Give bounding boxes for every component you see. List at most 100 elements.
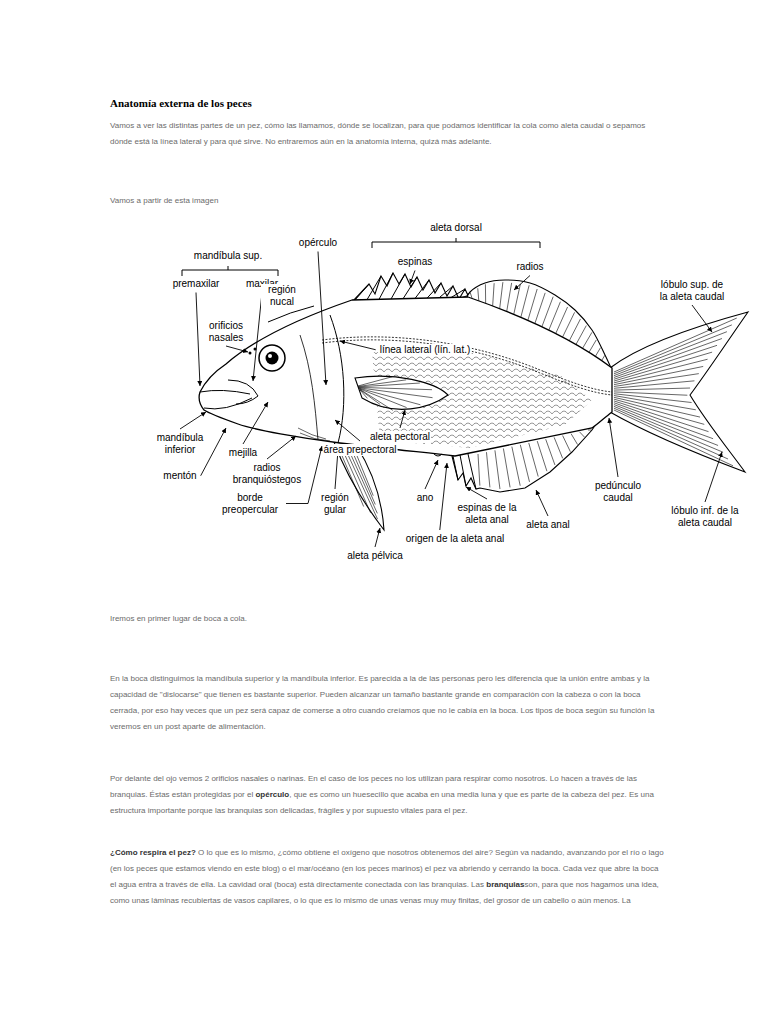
fin-ray	[554, 437, 563, 458]
leader-line	[536, 490, 548, 516]
body-paragraph: Por delante del ojo vemos 2 orificios na…	[110, 771, 666, 819]
fin-spine	[468, 454, 476, 489]
preopercle-edge	[300, 335, 318, 440]
page-title: Anatomía externa de los peces	[110, 97, 252, 109]
part-label: región gular	[316, 492, 354, 515]
paragraph-text: ¿Cómo respira el pez?	[110, 848, 196, 857]
fin-ray	[588, 430, 592, 431]
pectoral-fin	[355, 376, 448, 410]
caudal-fin	[610, 312, 748, 472]
leader-line	[425, 460, 438, 489]
fin-spine	[451, 289, 465, 298]
leader-line	[692, 305, 712, 332]
fin-spine	[355, 284, 369, 300]
bracket	[372, 238, 540, 248]
part-label: orificios nasales	[202, 320, 250, 343]
leader-line	[705, 452, 722, 502]
fin-ray	[580, 432, 585, 437]
fin-ray	[595, 348, 600, 357]
fin-ray	[547, 302, 560, 334]
leader-line	[466, 487, 487, 499]
leader-line	[514, 276, 530, 291]
leader-line	[226, 346, 248, 352]
part-label: ano	[416, 492, 435, 504]
leader-line	[410, 271, 415, 285]
fin-ray	[614, 410, 733, 466]
bracket	[182, 266, 278, 276]
fin-ray	[360, 390, 367, 398]
leader-line	[267, 436, 296, 459]
part-label: premaxilar	[172, 278, 221, 290]
fins-front	[355, 376, 448, 410]
leader-line	[318, 252, 326, 386]
part-label: mentón	[162, 470, 197, 482]
fin-ray	[499, 282, 503, 311]
part-label: pedúnculo caudal	[591, 480, 645, 503]
fin-ray	[614, 401, 709, 432]
mouth	[200, 380, 258, 409]
body-paragraph: Iremos en primer lugar de boca a cola.	[110, 611, 666, 627]
nostril	[249, 352, 252, 355]
fin-ray	[478, 454, 480, 486]
part-label: origen de la aleta anal	[405, 533, 505, 545]
fish-body	[199, 297, 612, 456]
leader-line	[400, 410, 405, 428]
fin-ray	[478, 288, 479, 301]
leader-line	[243, 402, 268, 444]
fin-ray	[614, 388, 690, 390]
fin-outline	[355, 376, 448, 409]
fin-ray	[563, 436, 571, 452]
fin-spine	[415, 280, 429, 299]
fin-ray	[360, 389, 393, 410]
fin-spine	[403, 277, 417, 299]
fin-ray	[614, 366, 703, 384]
part-label: espinas de la aleta anal	[455, 502, 519, 525]
part-label: aleta dorsal	[429, 222, 483, 234]
part-label: espinas	[397, 256, 433, 268]
branchiostegal-rays	[298, 428, 330, 441]
fin-ray	[512, 447, 520, 486]
fin-ray	[506, 283, 511, 314]
paragraph-text: opérculo	[255, 790, 289, 799]
fin-spine	[453, 456, 458, 480]
part-label: aleta pélvica	[346, 550, 404, 562]
fin-spine	[427, 283, 441, 298]
fin-ray	[486, 452, 489, 487]
pupil	[266, 352, 279, 365]
body-paragraph: Vamos a ver las distintas partes de un p…	[110, 118, 666, 150]
fin-ray	[495, 450, 500, 489]
body-paragraph: ¿Cómo respira el pez?O lo que es lo mism…	[110, 845, 666, 909]
leader-line	[196, 293, 200, 387]
fin-ray	[588, 340, 596, 353]
paragraph-text: En la boca distinguimos la mandíbula sup…	[110, 674, 654, 731]
fin-ray	[527, 289, 537, 324]
part-label: mejilla	[228, 447, 258, 459]
fin-ray	[360, 390, 380, 405]
fin-ray	[359, 389, 406, 408]
fin-spine	[460, 455, 466, 486]
paragraph-text: branquias	[486, 880, 524, 889]
fin-ray	[485, 284, 486, 304]
leader-line	[375, 528, 380, 547]
part-label: área prepectoral	[323, 444, 398, 456]
fin-spine	[391, 274, 405, 299]
fin-ray	[614, 394, 692, 403]
eye	[259, 345, 285, 371]
part-label: aleta anal	[525, 519, 570, 531]
part-label: borde preopercular	[217, 492, 283, 515]
fin-spine	[379, 273, 393, 299]
fin-ray	[614, 352, 712, 381]
leader-lines	[180, 252, 722, 548]
part-label: mandíbula inferior	[153, 432, 207, 455]
fin-spine	[367, 276, 381, 300]
body-paragraph: En la boca distinguimos la mandíbula sup…	[110, 671, 666, 735]
fin-ray	[554, 307, 567, 337]
fin-ray	[581, 332, 591, 350]
fin-spine	[439, 286, 453, 298]
fin-ray	[359, 388, 420, 405]
fin-ray	[493, 283, 495, 308]
fin-ray	[513, 284, 520, 318]
part-label: radios branquióstegos	[229, 462, 305, 485]
leader-line	[335, 450, 338, 489]
